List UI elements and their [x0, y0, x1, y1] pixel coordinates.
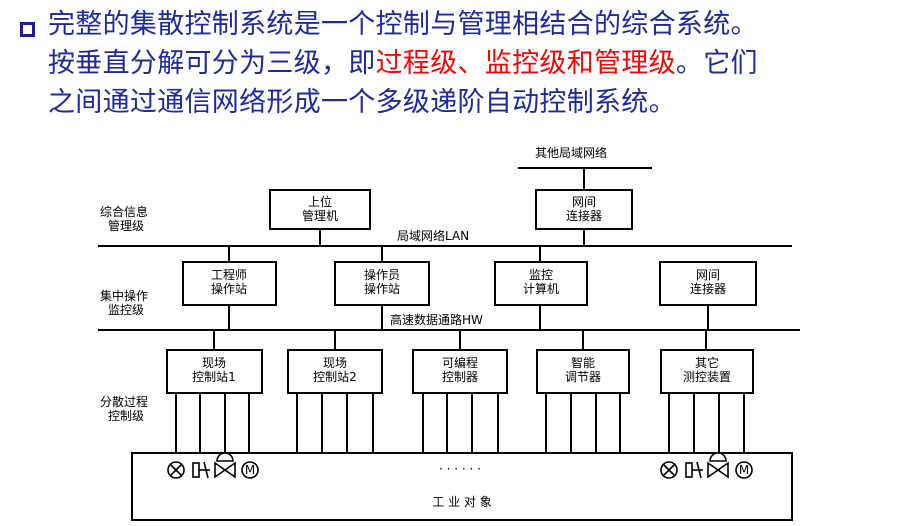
box-smart-regulator: [536, 349, 630, 394]
box-host-manager: [269, 189, 371, 230]
box-gateway-mid-line2: 连接器: [690, 281, 726, 296]
field-devices-right: [660, 452, 753, 479]
valve-icon: [707, 452, 729, 479]
transmitter-icon: [192, 461, 210, 479]
box-plc-line2: 控制器: [442, 370, 478, 384]
box-engineer-line2: 操作站: [211, 281, 247, 296]
ellipsis: · · · · · ·: [439, 462, 481, 476]
box-other-line1: 其它: [695, 355, 719, 370]
box-regulator-line1: 智能: [571, 355, 595, 370]
box-host-manager-line2: 管理机: [302, 208, 338, 223]
hw-label: 高速数据通路HW: [390, 312, 483, 327]
box-plc-line1: 可编程: [442, 355, 478, 370]
box-gateway-top: [535, 189, 633, 230]
box-field2-line2: 控制站2: [313, 370, 357, 384]
box-gateway-top-line1: 网间: [572, 195, 596, 209]
box-engineer-station: [182, 261, 277, 306]
box-operator-line1: 操作员: [364, 267, 400, 282]
level-top-line2: 管理级: [108, 218, 144, 233]
box-field1-line2: 控制站1: [192, 370, 236, 384]
box-regulator-line2: 调节器: [565, 370, 601, 384]
motor-icon: [241, 461, 259, 479]
box-other-devices: [660, 349, 754, 394]
level-bot-line2: 控制级: [108, 409, 144, 423]
motor-label-right: M: [739, 463, 749, 477]
lan-label: 局域网络LAN: [397, 228, 469, 243]
motor-label-left: M: [245, 463, 255, 477]
motor-icon: [735, 461, 753, 479]
heading-line-3: 之间通过通信网络形成一个多级递阶自动控制系统。: [48, 87, 676, 118]
box-host-manager-line1: 上位: [308, 194, 332, 209]
heading-line-1: 完整的集散控制系统是一个控制与管理相结合的综合系统。: [48, 9, 758, 40]
box-gateway-top-line2: 连接器: [566, 208, 602, 223]
bullet-icon: [20, 22, 35, 37]
box-gateway-mid: [659, 261, 757, 306]
valve-icon: [214, 452, 236, 479]
box-field1-line1: 现场: [202, 356, 226, 370]
box-other-line2: 测控装置: [683, 370, 731, 384]
box-field-station-1: [166, 349, 263, 394]
box-gateway-mid-line1: 网间: [696, 268, 720, 282]
box-field-station-2: [287, 349, 383, 394]
box-monitor-line1: 监控: [529, 268, 553, 282]
heading-highlight: 过程级、监控级和管理级: [375, 48, 676, 79]
sensor-icon-stroke: [169, 463, 183, 477]
heading-line-2-a: 按垂直分解可分为三级，即: [48, 48, 376, 79]
other-lan-label: 其他局域网络: [535, 145, 607, 160]
heading: 完整的集散控制系统是一个控制与管理相结合的综合系统。 按垂直分解可分为三级，即过…: [8, 2, 908, 132]
heading-line-2-b: 。它们: [675, 48, 758, 79]
level-top-line1: 综合信息: [100, 204, 148, 219]
box-engineer-line1: 工程师: [211, 267, 247, 282]
level-mid-line1: 集中操作: [100, 288, 148, 303]
level-mid-line2: 监控级: [108, 303, 144, 317]
level-bot-line1: 分散过程: [100, 394, 148, 409]
transmitter-icon: [685, 461, 703, 479]
box-monitor-computer: [494, 261, 588, 306]
plant-label: 工 业 对 象: [432, 495, 491, 509]
sensor-icon-stroke: [662, 463, 676, 477]
heading-line-2: 按垂直分解可分为三级，即过程级、监控级和管理级。它们: [48, 47, 758, 81]
box-field2-line1: 现场: [323, 356, 347, 370]
field-devices-left: [167, 452, 259, 479]
box-monitor-line2: 计算机: [523, 281, 559, 296]
box-operator-station: [334, 261, 430, 306]
plant-box: [131, 452, 793, 521]
box-operator-line2: 操作站: [364, 281, 400, 296]
box-plc: [412, 349, 508, 394]
